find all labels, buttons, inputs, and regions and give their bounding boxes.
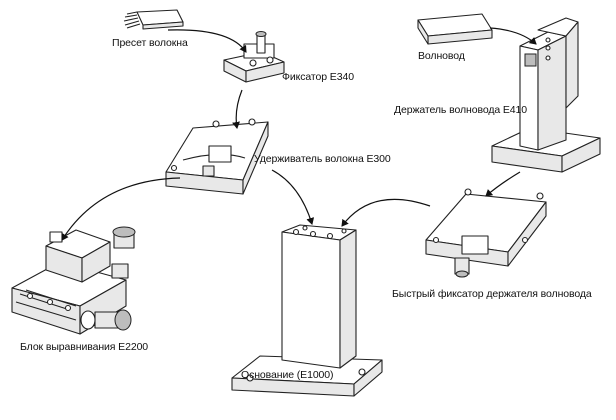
waveguide-holder-e410-part xyxy=(491,17,601,173)
label-quick-clamp-waveguide-holder: Быстрый фиксатор держателя волновода xyxy=(392,288,592,300)
arrow-waveguide-to-holder xyxy=(489,27,537,45)
arrow-holder-to-base xyxy=(271,169,315,225)
base-e1000-part xyxy=(231,224,383,397)
label-fiber-holder-e300: Удерживатель волокна E300 xyxy=(254,153,391,165)
waveguide-part xyxy=(417,13,493,45)
quick-clamp-part xyxy=(425,188,547,278)
label-waveguide-holder-e410: Держатель волновода E410 xyxy=(394,104,528,116)
arrow-holder-to-block xyxy=(61,177,181,241)
label-fiber-preset: Пресет волокна xyxy=(112,37,188,49)
arrow-clamp-to-holder xyxy=(232,89,243,129)
fiber-holder-e300-part xyxy=(165,118,269,195)
label-alignment-block-e2200: Блок выравнивания E2200 xyxy=(20,341,149,353)
connector-arrows xyxy=(61,27,537,241)
arrow-holder-to-quickclamp xyxy=(485,171,521,197)
label-waveguide: Волновод xyxy=(418,50,465,62)
label-clamp-e340: Фиксатор E340 xyxy=(282,71,354,83)
fiber-preset-part xyxy=(123,9,184,30)
arrow-preset-to-clamp xyxy=(167,29,247,53)
clamp-e340-part xyxy=(223,31,285,83)
label-base-e1000: Основание (E1000) xyxy=(241,369,334,381)
arrow-quickclamp-to-base xyxy=(341,198,431,227)
alignment-block-e2200-part xyxy=(11,226,136,335)
